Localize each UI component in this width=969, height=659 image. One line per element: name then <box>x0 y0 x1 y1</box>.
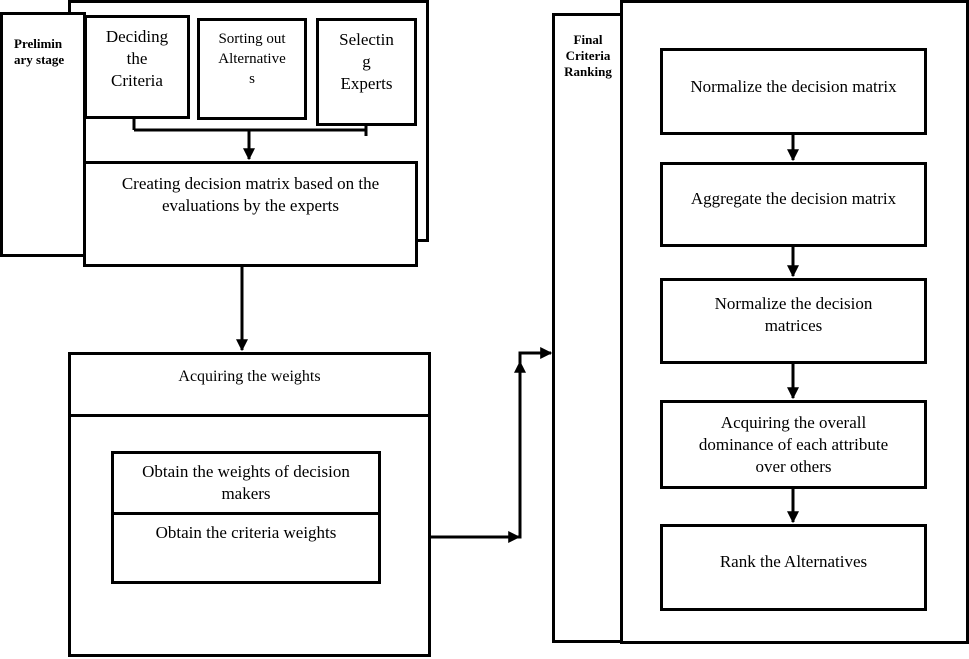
step-overall-dominance-text: Acquiring the overall dominance of each … <box>698 413 889 476</box>
deciding-criteria-text: Deciding the Criteria <box>105 27 169 90</box>
step-aggregate-matrix-text: Aggregate the decision matrix <box>690 189 897 208</box>
step-rank-alternatives-text: Rank the Alternatives <box>719 552 868 571</box>
step-normalize-matrices-box <box>660 278 927 364</box>
step-normalize-matrix-text: Normalize the decision matrix <box>690 77 897 96</box>
deciding-criteria-box <box>84 15 190 119</box>
acquiring-weights-title: Acquiring the weights <box>178 368 321 385</box>
step-aggregate-matrix-box <box>660 162 927 247</box>
step-rank-alternatives-box <box>660 524 927 611</box>
obtain-criteria-weights-text: Obtain the criteria weights <box>155 523 337 542</box>
preliminary-stage-label: Prelimin ary stage <box>14 36 65 67</box>
weights-title-divider <box>68 414 431 417</box>
step-normalize-matrix-box <box>660 48 927 135</box>
selecting-experts-text: Selectin g Experts <box>339 30 394 93</box>
final-ranking-label: Final Criteria Ranking <box>564 32 612 79</box>
sorting-alternatives-text: Sorting out Alternative s <box>218 31 286 87</box>
step-normalize-matrices-text: Normalize the decision matrices <box>714 294 873 335</box>
creating-matrix-box <box>83 161 418 267</box>
obtain-dm-weights-text: Obtain the weights of decision makers <box>142 462 350 503</box>
final-ranking-label-box <box>552 13 624 643</box>
preliminary-stage-label-box <box>0 12 86 257</box>
arrow-weights-to-final-ranking <box>431 347 553 539</box>
sorting-alternatives-box <box>197 18 307 120</box>
step-overall-dominance-box <box>660 400 927 489</box>
obtain-weights-container <box>111 451 381 584</box>
obtain-weights-divider <box>111 512 381 515</box>
creating-matrix-text: Creating decision matrix based on the ev… <box>121 174 380 215</box>
